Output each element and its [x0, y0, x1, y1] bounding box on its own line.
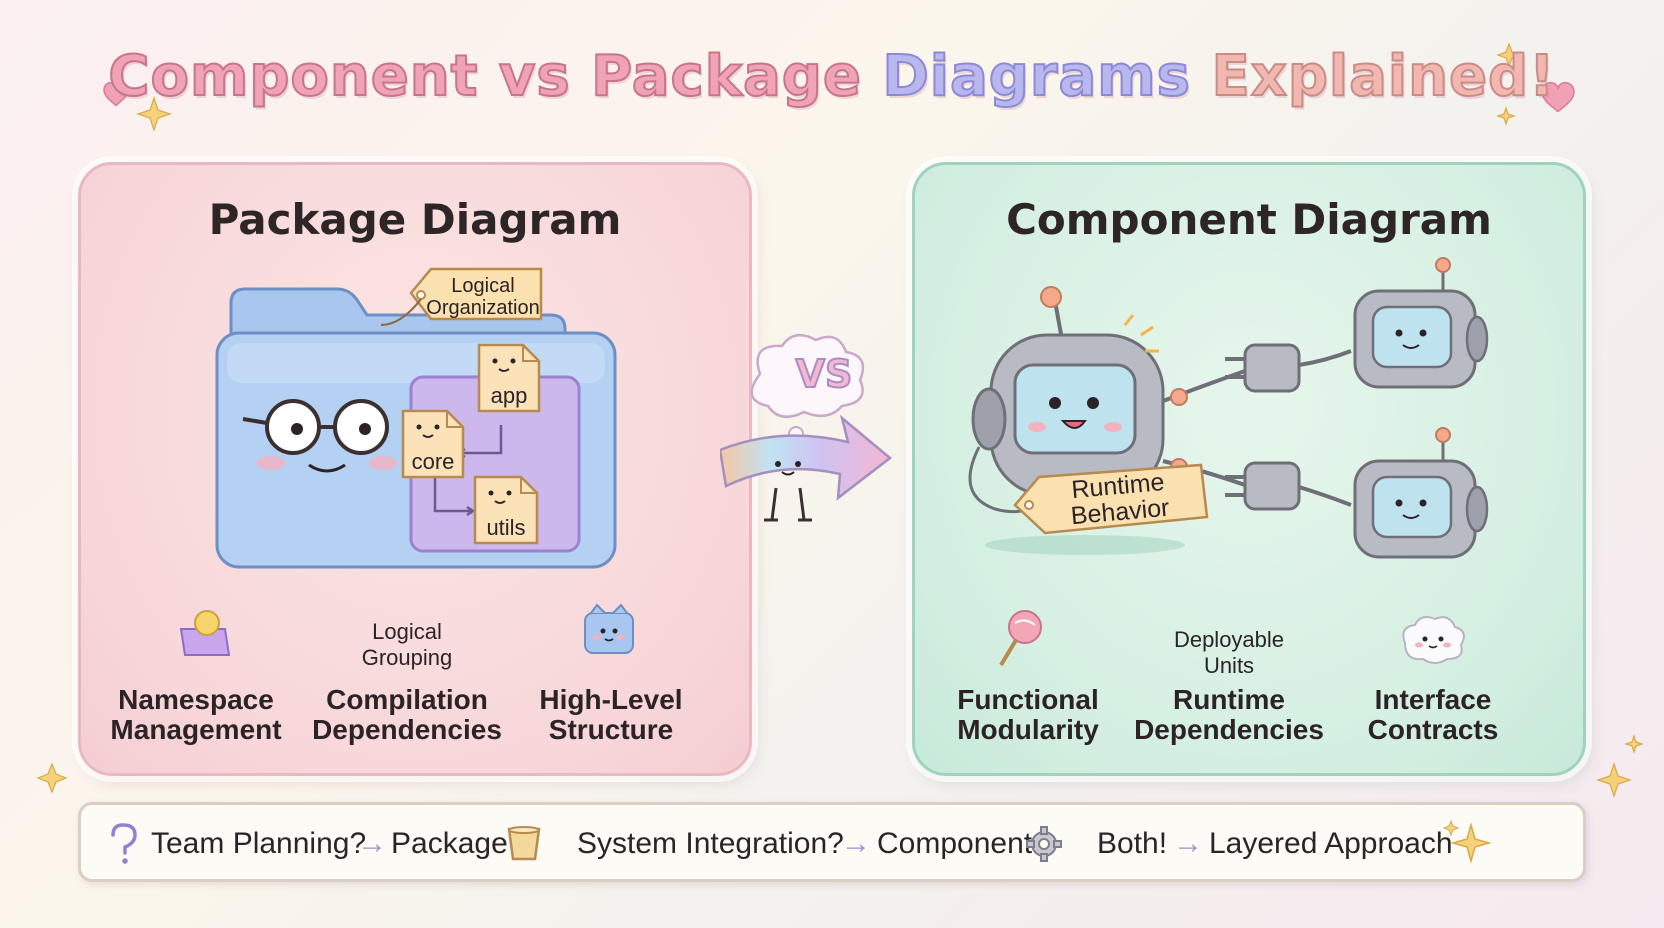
file-label-core: core — [411, 449, 455, 474]
feature-interface-contracts: Interface Contracts — [1343, 685, 1523, 745]
gear-icon — [1026, 826, 1062, 862]
glasses-face-icon — [242, 399, 397, 473]
feature-functional-modularity: Functional Modularity — [935, 685, 1121, 745]
feature-line-1: Runtime — [1173, 684, 1285, 715]
feature-line-1: High-Level — [539, 684, 683, 715]
component-panel-title: Component Diagram — [1006, 195, 1492, 244]
lollipop-icon — [999, 610, 1042, 667]
package-diagram-panel: Package Diagram — [78, 162, 752, 776]
plug-icon — [1225, 461, 1352, 511]
box-face-icon — [584, 603, 634, 654]
logical-organization-tag — [380, 267, 543, 326]
feature-namespace-management: Namespace Management — [101, 685, 291, 745]
grouping-line-2: Grouping — [361, 645, 453, 670]
deployable-units-label: Deployable Units — [1149, 627, 1309, 679]
feature-line-1: Interface — [1374, 684, 1492, 715]
package-illustration — [179, 267, 634, 656]
small-robot-icon — [1353, 257, 1489, 389]
vs-label: VS — [795, 351, 854, 397]
deployable-line-2: Units — [1203, 653, 1255, 678]
cloud-face-icon — [1402, 616, 1465, 664]
component-diagram-panel: Component Diagram — [912, 162, 1586, 776]
feature-line-2: Dependencies — [1134, 714, 1324, 745]
arrow-mascot-icon — [720, 414, 892, 522]
feature-runtime-dependencies: Runtime Dependencies — [1129, 685, 1329, 745]
heart-icon — [1541, 81, 1575, 113]
package-panel-title: Package Diagram — [208, 195, 622, 244]
component-illustration — [968, 257, 1489, 667]
title-part-3: Explained! — [1210, 43, 1556, 110]
lock-icon — [179, 610, 231, 656]
feature-high-level-structure: High-Level Structure — [521, 685, 701, 745]
title-part-1: Component vs Package — [107, 43, 862, 110]
arrow-icon: → — [1173, 827, 1203, 860]
vs-mascot — [720, 333, 892, 522]
feature-line-2: Dependencies — [312, 714, 502, 745]
cup-icon — [507, 826, 541, 861]
feature-line-2: Management — [110, 714, 282, 745]
feature-line-2: Modularity — [957, 714, 1099, 745]
question-mark-icon — [111, 823, 137, 864]
arrow-icon: → — [357, 827, 387, 860]
file-label-app: app — [490, 383, 528, 408]
page-title: Component vs Package Diagrams Explained! — [0, 43, 1664, 110]
feature-line-1: Compilation — [326, 684, 488, 715]
title-part-2: Diagrams — [881, 43, 1191, 110]
deployable-line-1: Deployable — [1173, 627, 1285, 652]
dependency-arrow — [433, 475, 471, 513]
feature-compilation-dependencies: Compilation Dependencies — [307, 685, 507, 745]
feature-line-1: Functional — [957, 684, 1099, 715]
a3-text: Layered Approach — [1209, 827, 1453, 860]
feature-line-2: Contracts — [1367, 714, 1499, 745]
dependency-arrow — [461, 425, 503, 455]
file-label-utils: utils — [486, 515, 526, 540]
runtime-behavior-tag — [1013, 463, 1209, 535]
arrow-icon: → — [841, 827, 871, 860]
a2-text: Component — [877, 827, 1033, 860]
a1-text: Package — [391, 827, 508, 860]
feature-line-2: Structure — [548, 714, 674, 745]
heart-icon — [103, 82, 129, 107]
robot-icon — [968, 286, 1185, 555]
file-utils-icon — [473, 475, 539, 545]
file-core-icon — [401, 409, 465, 479]
tag-line-1: Logical — [451, 275, 515, 297]
q2-text: System Integration? — [577, 827, 844, 860]
q3-text: Both! — [1097, 827, 1168, 860]
feature-line-1: Namespace — [118, 684, 274, 715]
summary-bar: Team Planning? → Package System Integrat… — [78, 802, 1586, 882]
q1-text: Team Planning? — [151, 827, 367, 860]
plug-icon — [1225, 343, 1352, 393]
tag-line-2: Organization — [426, 297, 540, 319]
logical-organization-tag-text: Logical Organization — [425, 275, 541, 319]
sparkle-icon — [36, 42, 1644, 798]
grouping-line-1: Logical — [372, 619, 442, 644]
small-robot-icon — [1353, 427, 1489, 559]
sparkle-icon — [1443, 819, 1491, 864]
file-app-icon — [477, 343, 541, 413]
logical-grouping-label: Logical Grouping — [327, 619, 487, 671]
